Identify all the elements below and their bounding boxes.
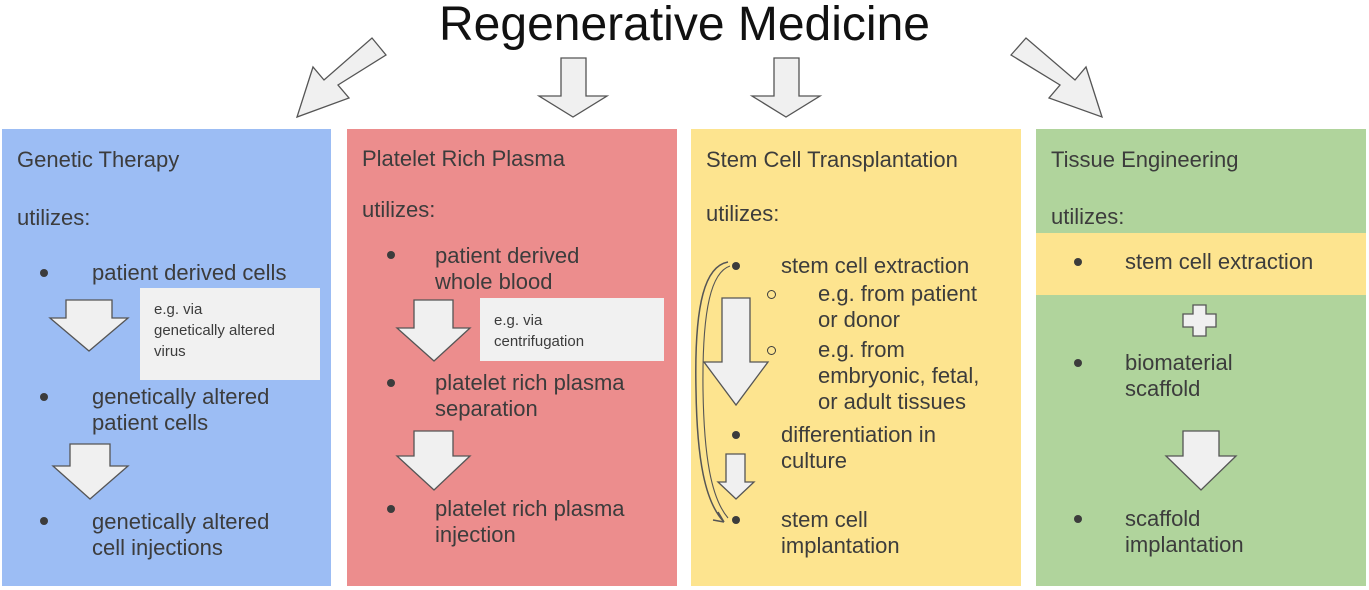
- list-item: genetically altered cell injections: [92, 509, 270, 560]
- diagonal-arrow-icon: [1010, 37, 1104, 119]
- bullet: [387, 251, 395, 259]
- utilizes-label: utilizes:: [362, 197, 436, 222]
- bullet: [387, 379, 395, 387]
- bullet: [40, 517, 48, 525]
- down-arrow-icon: [702, 297, 770, 407]
- down-arrow-icon: [48, 299, 130, 352]
- sub-bullet: [767, 290, 776, 299]
- down-arrow-icon: [716, 453, 756, 500]
- down-arrow-icon: [395, 430, 472, 491]
- panel-title: Tissue Engineering: [1051, 147, 1239, 172]
- sub-list-item: e.g. from patient or donor: [818, 281, 977, 332]
- curved-bracket-arrow-icon: [695, 261, 729, 523]
- panel-platelet-rich-plasma: Platelet Rich Plasma utilizes: patient d…: [347, 129, 677, 586]
- down-arrow-icon: [536, 57, 610, 118]
- panel-genetic-therapy: Genetic Therapy utilizes: patient derive…: [2, 129, 331, 586]
- list-item: platelet rich plasma injection: [435, 496, 625, 547]
- utilizes-label: utilizes:: [1051, 204, 1125, 229]
- sub-list-item: e.g. from embryonic, fetal, or adult tis…: [818, 337, 980, 414]
- note-box: e.g. via centrifugation: [480, 298, 664, 361]
- down-arrow-icon: [51, 443, 130, 500]
- diagram-title: Regenerative Medicine: [439, 0, 930, 51]
- sub-bullet: [767, 346, 776, 355]
- highlight-band: [1036, 233, 1366, 295]
- down-arrow-icon: [395, 299, 472, 362]
- down-arrow-icon: [1164, 430, 1238, 491]
- list-item: biomaterial scaffold: [1125, 350, 1233, 401]
- panel-tissue-engineering: Tissue Engineering utilizes: stem cell e…: [1036, 129, 1366, 586]
- list-item: platelet rich plasma separation: [435, 370, 625, 421]
- bullet: [1074, 258, 1082, 266]
- list-item: stem cell extraction: [781, 253, 970, 278]
- list-item: differentiation in culture: [781, 422, 936, 473]
- list-item: stem cell extraction: [1125, 249, 1314, 274]
- bullet: [387, 505, 395, 513]
- diagonal-arrow-icon: [295, 37, 387, 119]
- list-item: genetically altered patient cells: [92, 384, 270, 435]
- bullet: [1074, 515, 1082, 523]
- bullet: [40, 393, 48, 401]
- list-item: stem cell implantation: [781, 507, 900, 558]
- utilizes-label: utilizes:: [17, 205, 91, 230]
- bullet: [732, 262, 740, 270]
- bullet: [732, 431, 740, 439]
- plus-icon: [1182, 304, 1217, 337]
- bullet: [40, 269, 48, 277]
- down-arrow-icon: [749, 57, 823, 118]
- bullet: [732, 516, 740, 524]
- utilizes-label: utilizes:: [706, 201, 780, 226]
- panel-stem-cell-transplantation: Stem Cell Transplantation utilizes: stem…: [691, 129, 1021, 586]
- list-item: patient derived cells: [92, 260, 287, 285]
- bullet: [1074, 359, 1082, 367]
- panel-title: Genetic Therapy: [17, 147, 180, 172]
- note-box: e.g. via genetically altered virus: [140, 288, 320, 380]
- list-item: patient derived whole blood: [435, 243, 580, 294]
- panel-title: Stem Cell Transplantation: [706, 147, 958, 172]
- list-item: scaffold implantation: [1125, 506, 1244, 557]
- panel-title: Platelet Rich Plasma: [362, 146, 565, 171]
